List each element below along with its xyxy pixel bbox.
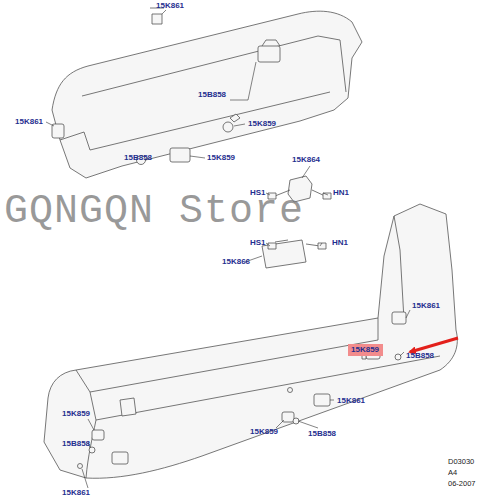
part-number: 15K859 xyxy=(250,428,278,436)
drawing-date: 06-2007 xyxy=(448,480,476,488)
part-number: 15K859 xyxy=(62,410,90,418)
connector-code: HN1 xyxy=(333,189,349,197)
highlight-box: 15K859 xyxy=(348,344,383,356)
sheet-size: A4 xyxy=(448,469,457,477)
parking-sensor xyxy=(92,430,104,440)
part-number: 15K859 xyxy=(207,154,235,162)
sensor-holder xyxy=(112,452,128,464)
part-number: 15B858 xyxy=(406,352,434,360)
sensor-holder xyxy=(314,394,330,406)
pointer-arrow xyxy=(410,338,458,352)
part-number: 15B858 xyxy=(308,430,336,438)
part-number: 15B858 xyxy=(124,154,152,162)
bumper-cover-upper xyxy=(52,11,362,178)
sensor-holder xyxy=(392,312,406,324)
part-number: 15K861 xyxy=(337,397,365,405)
connector-code: HN1 xyxy=(332,239,348,247)
watermark: GQNGQN Store xyxy=(4,192,304,232)
part-number: 15K864 xyxy=(292,156,320,164)
part-number: 15K866 xyxy=(222,258,250,266)
sensor-holder xyxy=(170,148,190,162)
part-number: 15B858 xyxy=(198,91,226,99)
drawing-id: D03030 xyxy=(448,458,474,466)
part-number: 15K861 xyxy=(15,118,43,126)
control-module xyxy=(262,240,306,268)
part-number: 15K859 xyxy=(248,120,276,128)
part-number: 15K861 xyxy=(156,2,184,10)
sensor-holder xyxy=(258,46,280,62)
part-number: 15B858 xyxy=(62,440,90,448)
part-number: 15K859 xyxy=(351,346,380,354)
parking-sensor xyxy=(223,122,233,132)
part-number: 15K861 xyxy=(62,489,90,497)
leader-lines xyxy=(46,10,410,488)
connector-code: HS1 xyxy=(250,239,266,247)
bumper-cover-lower xyxy=(44,204,457,478)
part-number: 15K861 xyxy=(412,302,440,310)
